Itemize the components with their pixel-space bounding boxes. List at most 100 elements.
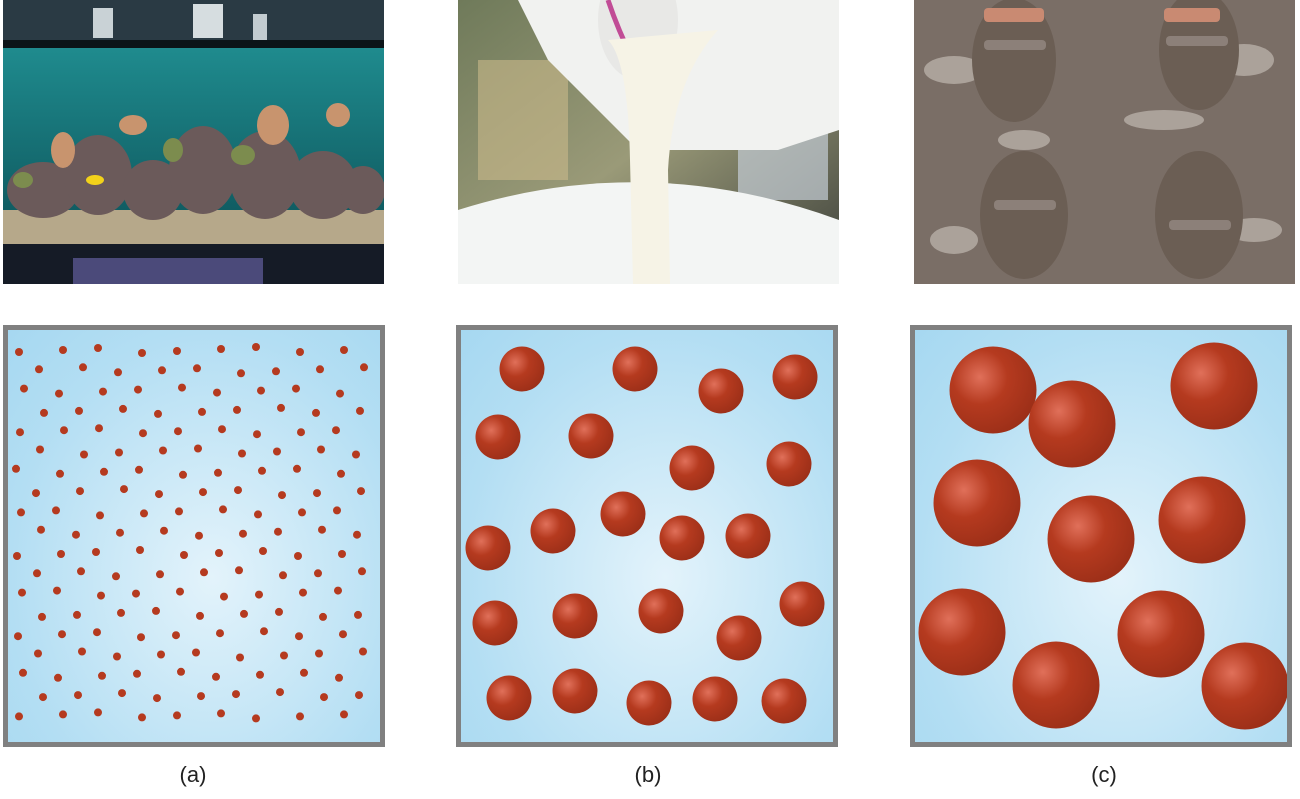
small-particle [116, 528, 124, 537]
large-particle [1170, 342, 1258, 430]
small-particle [79, 363, 87, 372]
small-particle [253, 430, 261, 439]
small-particle [258, 466, 266, 475]
small-particle [156, 570, 164, 579]
small-particle [118, 689, 126, 698]
small-particle [339, 630, 347, 639]
small-particle [193, 364, 201, 373]
medium-particle [600, 491, 646, 537]
small-particle [180, 551, 188, 559]
small-particle [200, 568, 208, 577]
small-particle [176, 587, 184, 596]
small-particle [336, 389, 344, 398]
small-particle [260, 627, 268, 636]
small-particle [17, 508, 25, 517]
small-particle [77, 567, 85, 576]
medium-particle [552, 668, 598, 714]
solution-particle-panel [3, 325, 385, 747]
small-particle [297, 428, 305, 437]
small-particle [94, 344, 102, 352]
small-particle [55, 389, 63, 398]
small-particle [315, 649, 323, 658]
large-particle [1028, 380, 1116, 468]
small-particle [178, 383, 186, 392]
small-particle [35, 365, 43, 374]
small-particle [220, 592, 228, 601]
small-particle [354, 610, 362, 619]
medium-particle [499, 346, 545, 392]
small-particle [175, 507, 183, 516]
medium-particle [779, 581, 825, 627]
small-particle [37, 525, 45, 534]
small-particle [358, 567, 366, 576]
small-particle [138, 349, 146, 357]
small-particle [154, 409, 162, 418]
small-particle [114, 368, 122, 377]
small-particle [355, 691, 363, 700]
small-particle [240, 609, 248, 618]
small-particle [137, 633, 145, 642]
small-particle [54, 673, 62, 682]
small-particle [177, 667, 185, 676]
small-particle [256, 670, 264, 679]
small-particle [278, 491, 286, 500]
small-particle [32, 489, 40, 498]
small-particle [340, 710, 348, 719]
small-particle [254, 510, 262, 519]
medium-particle [626, 680, 672, 726]
small-particle [218, 425, 226, 434]
small-particle [217, 345, 225, 353]
small-particle [56, 469, 64, 478]
small-particle [255, 590, 263, 599]
small-particle [20, 384, 28, 393]
small-particle [58, 630, 66, 639]
small-particle [76, 487, 84, 496]
small-particle [360, 363, 368, 372]
small-particle [356, 406, 364, 415]
small-particle [197, 692, 205, 701]
small-particle [233, 405, 241, 414]
small-particle [298, 508, 306, 517]
medium-particle [486, 675, 532, 721]
large-particle [1047, 495, 1135, 583]
small-particle [317, 445, 325, 454]
caption-b: (b) [634, 762, 662, 787]
small-particle [57, 550, 65, 558]
small-particle [276, 688, 284, 697]
small-particle [272, 367, 280, 376]
small-particle [40, 408, 48, 417]
small-particle [15, 348, 23, 356]
aquarium-photo [3, 0, 384, 284]
small-particle [74, 691, 82, 700]
small-particle [357, 487, 365, 496]
small-particle [14, 632, 22, 641]
medium-particle [465, 525, 511, 571]
small-particle [353, 530, 361, 539]
large-particle [1158, 476, 1246, 564]
small-particle [120, 485, 128, 494]
large-particle [949, 346, 1037, 434]
small-particle [234, 486, 242, 495]
small-particle [257, 386, 265, 395]
small-particle [119, 404, 127, 413]
small-particle [314, 569, 322, 578]
small-particle [34, 649, 42, 658]
colloid-particle-panel [456, 325, 838, 747]
small-particle [338, 550, 346, 558]
small-particle [335, 673, 343, 682]
small-particle [18, 588, 26, 597]
large-particle [1117, 590, 1205, 678]
small-particle [216, 629, 224, 638]
small-particle [292, 384, 300, 393]
medium-particle [530, 508, 576, 554]
small-particle [140, 509, 148, 518]
small-particle [238, 449, 246, 458]
small-particle [316, 365, 324, 374]
small-particles-diagram [12, 343, 368, 723]
small-particle [99, 387, 107, 396]
medium-particle [725, 513, 771, 559]
small-particle [296, 712, 304, 721]
small-particle [232, 690, 240, 699]
small-particle [280, 651, 288, 660]
small-particle [319, 612, 327, 621]
